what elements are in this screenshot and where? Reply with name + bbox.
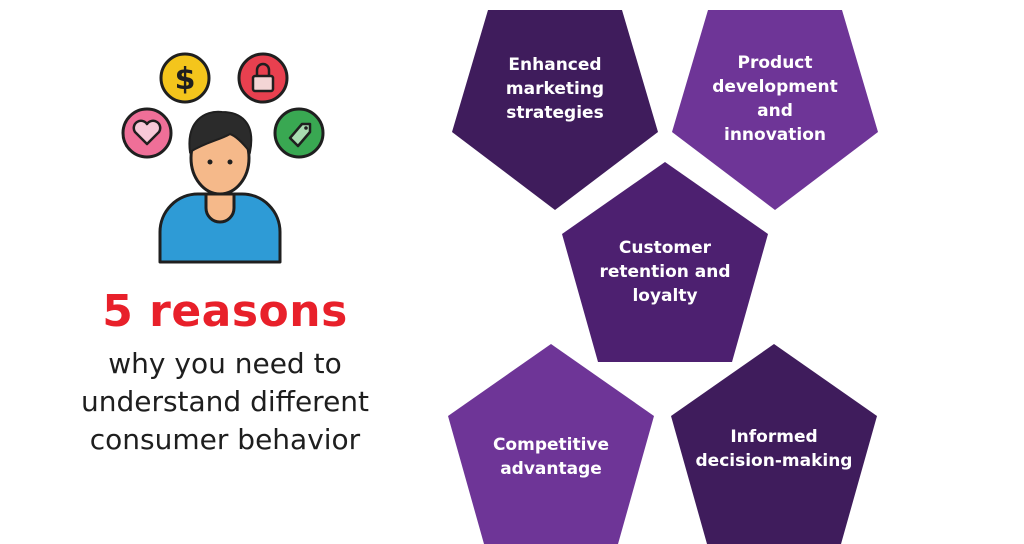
reason-label-line: advantage xyxy=(500,459,602,479)
reason-label-line: loyalty xyxy=(632,286,698,306)
reason-label-line: Competitive xyxy=(492,435,610,455)
reason-label-line: development xyxy=(712,77,838,97)
reason-label-line: strategies xyxy=(506,103,604,123)
consumer-illustration: $ xyxy=(110,40,340,270)
dollar-icon: $ xyxy=(159,52,211,104)
reason-label-line: Enhanced xyxy=(508,55,602,75)
reason-label-line: Informed xyxy=(730,427,818,447)
lock-icon xyxy=(237,52,289,104)
pentagon-shape xyxy=(452,10,658,210)
headline: 5 reasons xyxy=(102,286,348,337)
subhead: why you need to understand different con… xyxy=(40,345,410,459)
reason-label-line: Customer xyxy=(618,238,712,258)
pentagon-shape xyxy=(448,344,654,544)
svg-text:$: $ xyxy=(175,62,196,97)
reason-label-line: Product xyxy=(737,53,813,73)
reason-customer-retention: Customer retention and loyalty xyxy=(562,162,768,362)
reason-competitive-advantage: Competitive advantage xyxy=(448,344,654,544)
person-icon xyxy=(158,110,282,264)
pentagon-shape xyxy=(671,344,877,544)
reason-label-line: marketing xyxy=(505,79,605,99)
reason-label-line: decision-making xyxy=(695,451,853,471)
heart-icon xyxy=(121,107,173,159)
subhead-line: why you need to xyxy=(108,347,342,380)
reason-informed-decision: Informed decision-making xyxy=(671,344,877,544)
reason-label-line: retention and xyxy=(599,262,731,282)
reason-label-line: and xyxy=(757,101,793,121)
reason-label-line: innovation xyxy=(724,125,826,145)
pentagon-shape xyxy=(672,10,878,210)
subhead-line: understand different xyxy=(80,385,370,418)
subhead-line: consumer behavior xyxy=(89,423,361,456)
reason-enhanced-marketing: Enhanced marketing strategies xyxy=(452,10,658,210)
tag-icon xyxy=(273,107,325,159)
reason-product-development: Product development and innovation xyxy=(672,10,878,210)
pentagon-shape xyxy=(562,162,768,362)
